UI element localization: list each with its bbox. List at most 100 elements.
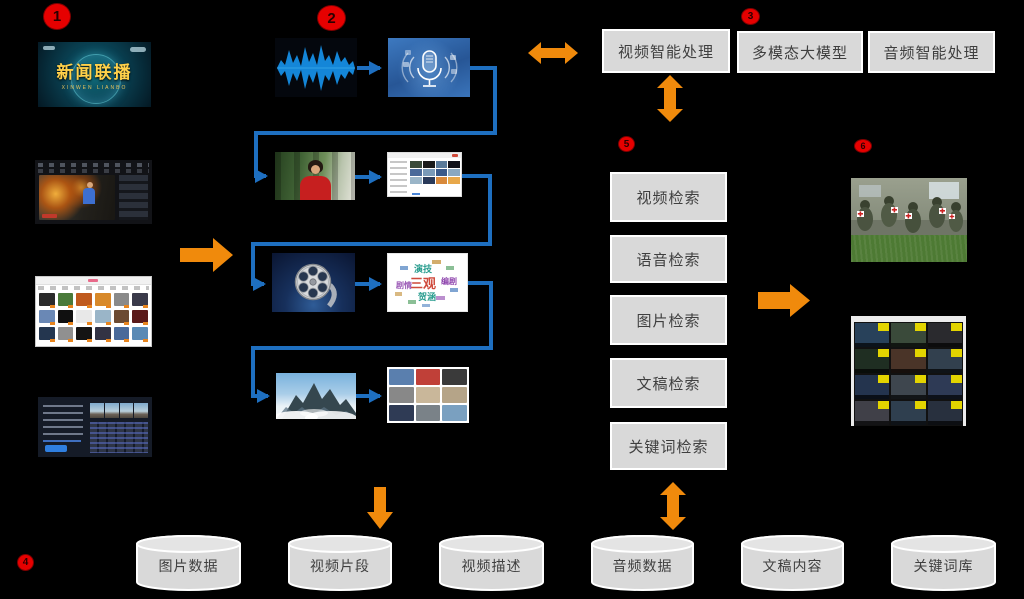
portal-red-badge (42, 214, 57, 218)
tool-highlighted-transcript (90, 422, 148, 453)
portal-menubar (38, 169, 149, 173)
gallery-list-lines (390, 161, 407, 193)
tool-blue-button (45, 445, 67, 452)
retrieval-box-speech: 语音检索 (610, 235, 727, 283)
explorer-thumbnail-grid (39, 293, 148, 343)
step-marker-3: 3 (742, 9, 759, 24)
gallery-thumb-grid (410, 161, 460, 194)
process-box-video-ai: 视频智能处理 (602, 29, 730, 73)
result-building-window (859, 185, 881, 197)
result-building-window (929, 182, 959, 199)
process-box-audio-ai-label: 音频智能处理 (883, 44, 980, 62)
step-marker-6-num: 6 (860, 141, 866, 151)
ingest-arrow-icon (180, 238, 233, 272)
film-reel-image (272, 253, 355, 312)
anchor-red-top (300, 176, 331, 200)
database-audio-data: 音频数据 (590, 534, 695, 592)
retrieval-box-document-label: 文稿检索 (636, 375, 701, 393)
video-result-image (851, 178, 967, 262)
results-arrow-icon (758, 284, 810, 317)
retrieval-box-video: 视频检索 (610, 172, 727, 222)
step-marker-5-num: 5 (623, 138, 630, 150)
waveform-icon (277, 45, 355, 91)
database-keyword-library: 关键词库 (890, 534, 997, 592)
portal-player (39, 175, 115, 220)
wordcloud-word: 三观 (410, 276, 437, 291)
image-results-grid (387, 367, 469, 423)
process-box-multimodal-llm: 多模态大模型 (737, 31, 863, 73)
cylinder-icon (288, 535, 392, 591)
gallery-record-badge (452, 154, 458, 157)
sync-arrow-icon (660, 482, 686, 530)
retrieval-box-video-label: 视频检索 (636, 189, 701, 207)
wordcloud-word: 贺涵 (418, 292, 437, 302)
portal-anchor-head (87, 182, 93, 188)
explorer-title-accent (88, 279, 98, 282)
news-subtitle: XINWEN LIANBO (61, 85, 128, 91)
film-reel-icon (294, 263, 337, 308)
step-marker-4: 4 (18, 555, 33, 570)
portal-sidebar-list (119, 175, 148, 220)
step-marker-1-num: 1 (52, 8, 62, 25)
step-marker-3-num: 3 (747, 11, 754, 22)
step-marker-5: 5 (619, 137, 634, 151)
bidirectional-horizontal-arrow-icon (528, 42, 578, 64)
wordcloud-word: 剧情 (396, 281, 412, 290)
anchor-face (311, 165, 320, 174)
news-anchor-frame (275, 152, 355, 200)
soldiers-figures (857, 196, 963, 233)
tool-slider (43, 440, 81, 442)
database-video-clips: 视频片段 (287, 534, 393, 592)
wordcloud-minor-words (395, 260, 458, 307)
tool-form-lines (43, 405, 83, 439)
retrieval-box-keyword-label: 关键词检索 (628, 438, 709, 456)
step-marker-6: 6 (855, 140, 871, 152)
cylinder-icon (891, 535, 996, 591)
scenic-mountain-frame (276, 373, 356, 419)
cylinder-icon (439, 535, 544, 591)
database-keyword-library-label: 关键词库 (913, 558, 974, 574)
microphone-icon (401, 50, 458, 87)
process-box-audio-ai: 音频智能处理 (868, 31, 995, 73)
globe-icon (71, 54, 121, 104)
step-marker-2-num: 2 (327, 9, 336, 27)
database-audio-data-label: 音频数据 (612, 558, 673, 574)
process-box-multimodal-llm-label: 多模态大模型 (751, 44, 848, 62)
wordcloud-word: 演技 (414, 264, 433, 274)
cylinder-icon (741, 535, 844, 591)
retrieval-box-image: 图片检索 (610, 295, 727, 345)
keyword-wordcloud: 三观 演技 贺涵 编剧 剧情 (387, 253, 468, 312)
retrieval-box-image-label: 图片检索 (636, 312, 701, 330)
program-logo-icon (130, 47, 146, 52)
bidirectional-vertical-arrow-icon (657, 75, 683, 122)
portal-anchor-figure (83, 188, 95, 204)
cylinder-icon (136, 535, 241, 591)
database-video-description: 视频描述 (438, 534, 545, 592)
explorer-toolbar (38, 286, 149, 290)
retrieval-box-keyword: 关键词检索 (610, 422, 727, 470)
step-marker-2: 2 (318, 6, 345, 30)
retrieval-box-speech-label: 语音检索 (636, 251, 701, 269)
retrieval-box-document: 文稿检索 (610, 358, 727, 408)
step-marker-1: 1 (44, 4, 70, 29)
database-document-content-label: 文稿内容 (762, 558, 823, 574)
tv-logo-icon (43, 46, 55, 50)
tool-frame-strip (90, 403, 148, 418)
audio-waveform-image (275, 38, 357, 97)
database-image-data: 图片数据 (135, 534, 242, 592)
gallery-pager (412, 193, 420, 195)
video-portal-screenshot (35, 160, 152, 224)
video-results-grid (851, 316, 966, 426)
database-image-data-label: 图片数据 (158, 558, 219, 574)
result-grass (851, 235, 967, 262)
store-arrow-icon (367, 487, 393, 529)
news-broadcast-thumbnail: 新闻联播 XINWEN LIANBO (38, 42, 151, 107)
database-document-content: 文稿内容 (740, 534, 845, 592)
wordcloud-word: 编剧 (441, 277, 457, 286)
video-results-cells (854, 322, 963, 426)
process-box-video-ai-label: 视频智能处理 (617, 43, 714, 61)
shot-detection-gallery (387, 152, 462, 197)
step-marker-4-num: 4 (22, 557, 29, 568)
